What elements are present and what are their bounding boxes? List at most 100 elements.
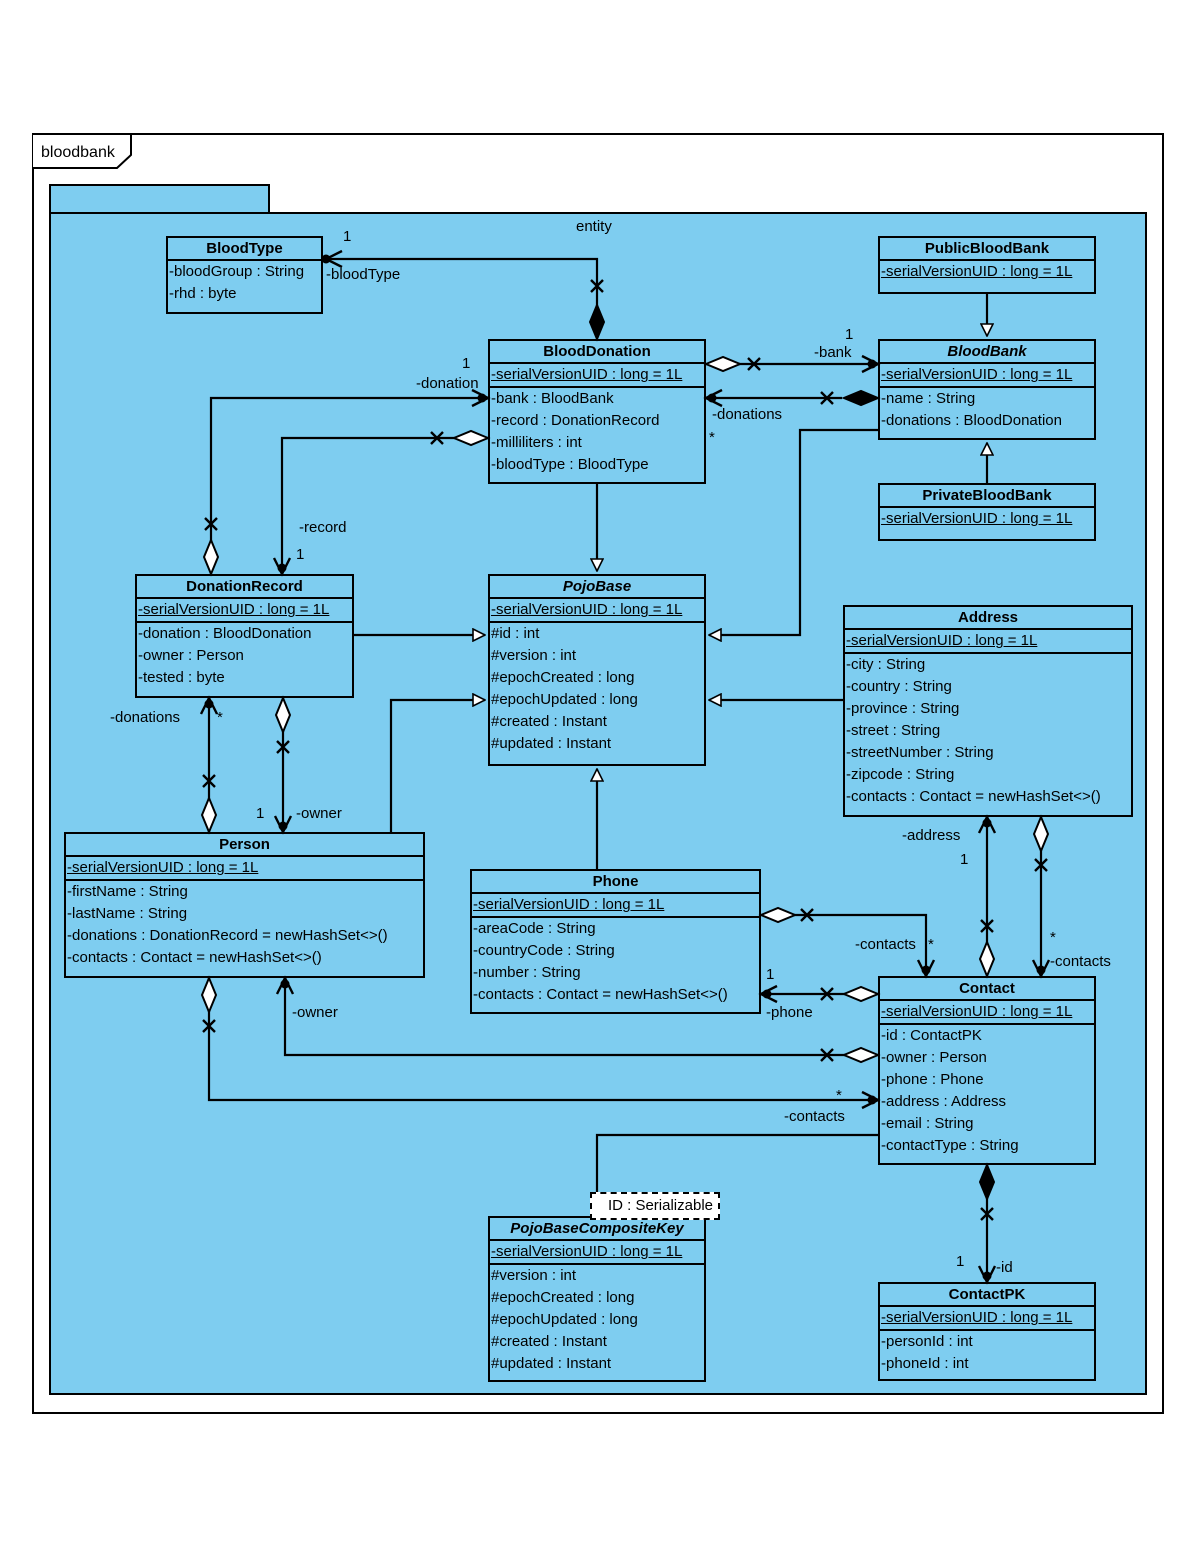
class-blooddonation[interactable]: BloodDonation-serialVersionUID : long = … [488, 339, 706, 484]
attribute: -areaCode : String [473, 920, 596, 937]
static-section: -serialVersionUID : long = 1L [845, 630, 1131, 654]
composition-blooddonation-bloodtype [326, 257, 599, 306]
mult-label: 1 [956, 1253, 965, 1270]
attribute: -tested : byte [138, 669, 225, 686]
role-label: -owner [292, 1004, 338, 1021]
generalization-contact-pojobasecompositekey [597, 1133, 878, 1213]
x-mark [980, 1207, 994, 1221]
attribute: #version : int [491, 1267, 577, 1284]
attribute: -milliliters : int [491, 434, 582, 451]
attribute-section: -bank : BloodBank-record : DonationRecor… [490, 388, 704, 476]
mult-label: * [928, 936, 934, 953]
role-label: -donations [712, 406, 783, 423]
hollow-diamond-phone [758, 906, 798, 924]
arrow-to-contactpk [977, 1265, 997, 1285]
mult-label: 1 [766, 966, 775, 983]
class-privatebloodbank[interactable]: PrivateBloodBank-serialVersionUID : long… [878, 483, 1096, 541]
end-dot [204, 699, 214, 709]
end-dot [280, 979, 290, 989]
x-mark [820, 391, 834, 405]
attribute-section: -donation : BloodDonation-owner : Person… [137, 623, 352, 689]
class-phone[interactable]: Phone-serialVersionUID : long = 1L-areaC… [470, 869, 761, 1014]
attribute-section: -personId : int -phoneId : int [880, 1331, 1094, 1375]
x-mark [1034, 858, 1048, 872]
generalization-person-pojobase [389, 700, 485, 832]
package-label: entity [576, 218, 612, 235]
x-mark [276, 740, 290, 754]
static-section: -serialVersionUID : long = 1L [880, 364, 1094, 388]
attribute: -bloodType : BloodType [491, 456, 649, 473]
x-mark [204, 517, 218, 531]
attribute-section: -city : String-country : String-province… [845, 654, 1131, 808]
mult-label: * [709, 429, 715, 446]
arrow-to-donationrecord-donations [199, 695, 219, 715]
template-parameter: ID : Serializable [590, 1192, 720, 1220]
hollow-diamond-person-bottom [200, 975, 218, 1015]
arrow-to-phone [758, 984, 778, 1004]
attribute-section: -name : String-donations : BloodDonation [880, 388, 1094, 432]
attribute: #id : int [491, 625, 540, 642]
end-dot [278, 821, 288, 831]
hollow-diamond-contact-top [978, 939, 996, 979]
attribute: -countryCode : String [473, 942, 615, 959]
end-dot [277, 563, 287, 573]
role-label: -contacts [1050, 953, 1111, 970]
x-mark [747, 357, 761, 371]
class-person[interactable]: Person-serialVersionUID : long = 1L-firs… [64, 832, 425, 978]
end-dot [477, 393, 487, 403]
attribute: -contacts : Contact = newHashSet<>() [473, 986, 728, 1003]
arrow-to-contact-from-address [1031, 959, 1051, 979]
mult-label: * [836, 1087, 842, 1104]
arrow-to-donationrecord [272, 557, 292, 577]
frame-label: bloodbank [41, 144, 116, 161]
attribute: #updated : Instant [491, 735, 612, 752]
class-name: PublicBloodBank [880, 238, 1094, 261]
mult-label: * [217, 709, 223, 726]
end-dot [867, 1095, 877, 1105]
role-label: -donations [110, 709, 181, 726]
class-name: PrivateBloodBank [880, 485, 1094, 508]
static-section: -serialVersionUID : long = 1L [880, 508, 1094, 530]
role-label: -id [996, 1259, 1013, 1276]
class-donationrecord[interactable]: DonationRecord-serialVersionUID : long =… [135, 574, 354, 698]
class-pojobasecompositekey[interactable]: PojoBaseCompositeKey-serialVersionUID : … [488, 1216, 706, 1382]
mult-label: 1 [343, 228, 352, 245]
class-pojobase[interactable]: PojoBase -serialVersionUID : long = 1L #id… [488, 574, 706, 766]
class-contact[interactable]: Contact-serialVersionUID : long = 1L-id … [878, 976, 1096, 1165]
attribute: -zipcode : String [846, 766, 955, 783]
role-label: -contacts [855, 936, 916, 953]
static-attribute: -serialVersionUID : long = 1L [881, 1309, 1073, 1326]
class-address[interactable]: Address-serialVersionUID : long = 1L-cit… [843, 605, 1133, 817]
static-section: -serialVersionUID : long = 1L [472, 894, 759, 918]
aggregation-person-contact [207, 978, 878, 1102]
attribute: -number : String [473, 964, 581, 981]
attribute: -phoneId : int [881, 1355, 969, 1372]
attribute: #epochCreated : long [491, 1289, 635, 1306]
arrow-to-person-owner [275, 975, 295, 995]
class-publicbloodbank[interactable]: PublicBloodBank-serialVersionUID : long … [878, 236, 1096, 294]
attribute-section: -bloodGroup : String-rhd : byte [168, 261, 321, 305]
x-mark [430, 431, 444, 445]
filled-diamond-contact [978, 1162, 996, 1202]
role-label: -contacts [784, 1108, 845, 1125]
hollow-diamond-blooddonation-bank [703, 355, 743, 373]
attribute: -donations : BloodDonation [881, 412, 1062, 429]
static-section: -serialVersionUID : long = 1L [66, 857, 423, 881]
role-label: -phone [766, 1004, 813, 1021]
static-attribute: -serialVersionUID : long = 1L [491, 601, 683, 618]
arrow-to-contact-from-person [861, 1090, 881, 1110]
x-mark [820, 1048, 834, 1062]
filled-diamond-bloodbank [841, 389, 881, 407]
attribute: -personId : int [881, 1333, 973, 1350]
class-bloodtype[interactable]: BloodType-bloodGroup : String-rhd : byte [166, 236, 323, 314]
class-name: BloodBank [880, 341, 1094, 364]
frame-label-tab: bloodbank [33, 133, 132, 169]
class-name: Contact [880, 978, 1094, 1001]
mult-label: 1 [960, 851, 969, 868]
mult-label: 1 [845, 326, 854, 343]
class-name: DonationRecord [137, 576, 352, 599]
class-name: PojoBase [490, 576, 704, 599]
class-bloodbank[interactable]: BloodBank-serialVersionUID : long = 1L-n… [878, 339, 1096, 440]
attribute: #updated : Instant [491, 1355, 612, 1372]
attribute: #epochUpdated : long [491, 1311, 638, 1328]
